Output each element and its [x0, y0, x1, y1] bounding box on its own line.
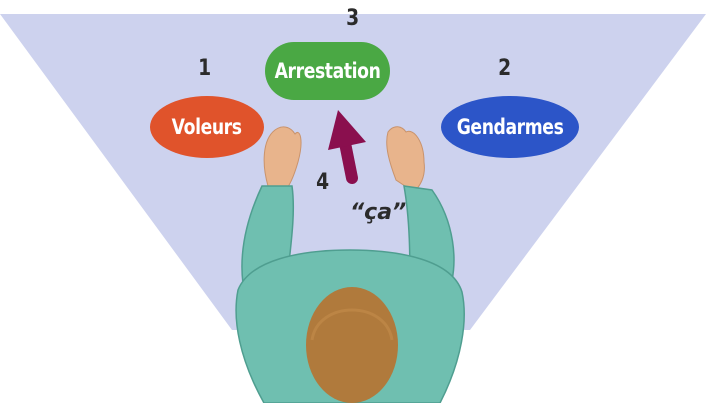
label-number-2: 2 [498, 56, 511, 81]
arrestation-label: Arrestation [275, 59, 381, 83]
label-number-3: 3 [346, 6, 359, 31]
gendarmes-label: Gendarmes [457, 115, 564, 139]
ca-quote: “ça” [350, 200, 406, 225]
gendarmes-ellipse: Gendarmes [441, 96, 579, 158]
person-head [306, 287, 398, 403]
label-number-1: 1 [198, 56, 211, 81]
arrestation-ellipse: Arrestation [265, 42, 390, 100]
voleurs-ellipse: Voleurs [150, 96, 264, 158]
label-number-4: 4 [316, 170, 329, 195]
voleurs-label: Voleurs [172, 115, 242, 139]
